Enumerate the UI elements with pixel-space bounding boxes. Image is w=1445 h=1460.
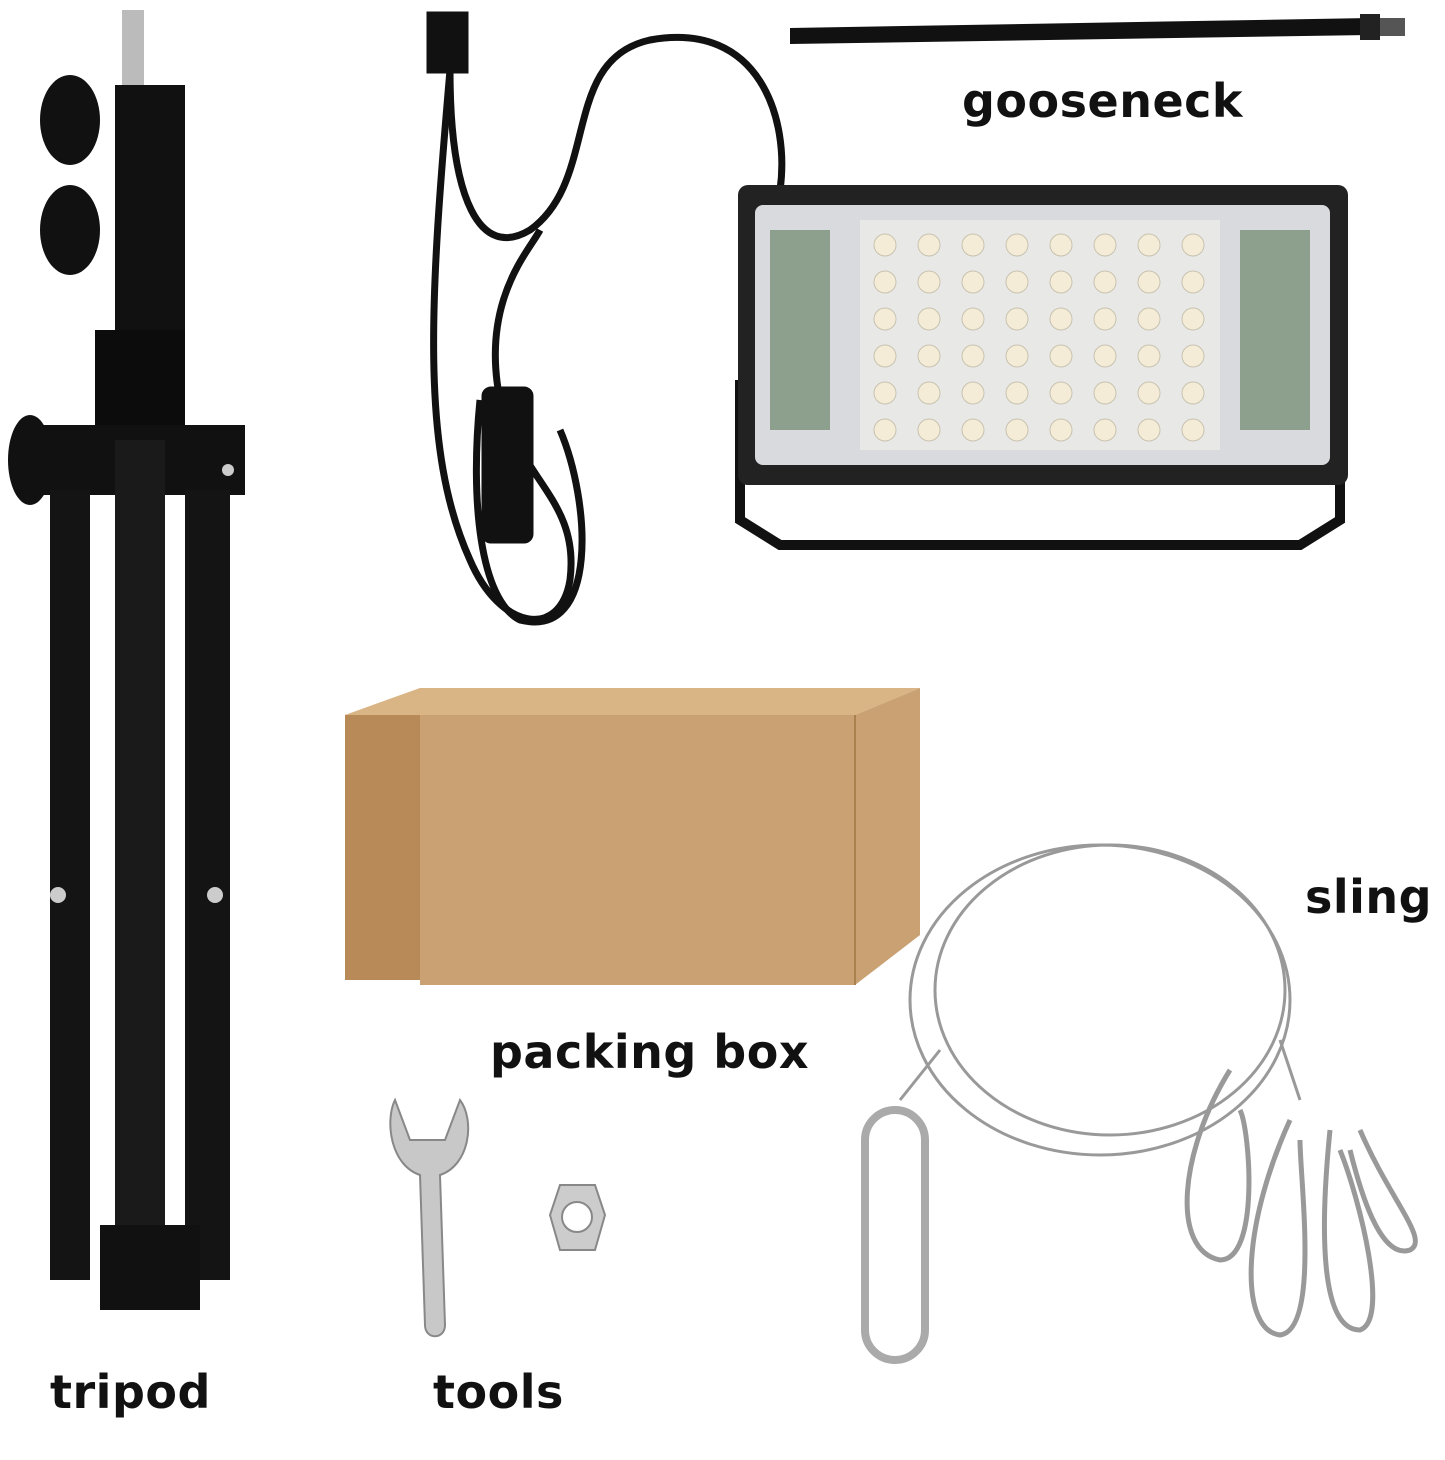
led-chip xyxy=(1049,344,1073,368)
led-chip xyxy=(873,307,897,331)
led-chip xyxy=(1049,233,1073,257)
led-chip xyxy=(873,233,897,257)
led-chip xyxy=(873,418,897,442)
led-chip xyxy=(917,270,941,294)
led-chip xyxy=(1093,307,1117,331)
led-chip xyxy=(961,381,985,405)
led-chip xyxy=(873,381,897,405)
label-tools: tools xyxy=(433,1365,564,1419)
led-chip xyxy=(1181,270,1205,294)
led-chip xyxy=(917,344,941,368)
wrench-image xyxy=(389,1097,470,1338)
label-packing-box: packing box xyxy=(490,1025,809,1079)
led-chip xyxy=(1181,381,1205,405)
label-gooseneck: gooseneck xyxy=(962,74,1244,128)
nut-image xyxy=(548,1184,607,1251)
led-chip xyxy=(873,270,897,294)
led-chip xyxy=(1049,307,1073,331)
packing-box-image xyxy=(345,688,920,985)
led-chip xyxy=(961,233,985,257)
led-chip xyxy=(917,307,941,331)
led-chip xyxy=(1137,307,1161,331)
led-chip xyxy=(1005,344,1029,368)
led-chip xyxy=(1005,270,1029,294)
led-chip xyxy=(1093,270,1117,294)
led-chip xyxy=(1181,233,1205,257)
led-chip xyxy=(1005,233,1029,257)
led-chip xyxy=(1137,381,1161,405)
led-chip xyxy=(1181,418,1205,442)
led-chip xyxy=(917,233,941,257)
led-chip xyxy=(1137,233,1161,257)
led-lamp-image xyxy=(735,185,1348,550)
sling-image xyxy=(861,843,1418,1364)
led-chip xyxy=(1137,344,1161,368)
led-chip xyxy=(1005,307,1029,331)
led-chip xyxy=(1181,307,1205,331)
led-chip xyxy=(1049,418,1073,442)
led-chip xyxy=(1093,418,1117,442)
led-chip xyxy=(917,381,941,405)
led-chip xyxy=(1005,381,1029,405)
label-tripod: tripod xyxy=(50,1365,211,1419)
led-chip xyxy=(961,418,985,442)
led-chip xyxy=(1137,270,1161,294)
led-chip xyxy=(1093,233,1117,257)
label-sling: sling xyxy=(1305,870,1433,924)
led-chip xyxy=(1137,418,1161,442)
tripod-image xyxy=(8,10,245,1310)
led-chip xyxy=(917,418,941,442)
led-chip xyxy=(1005,418,1029,442)
led-chip xyxy=(961,344,985,368)
led-chip xyxy=(961,307,985,331)
led-chip xyxy=(1093,344,1117,368)
led-chip xyxy=(1049,381,1073,405)
power-cord-image xyxy=(426,11,786,626)
led-chip xyxy=(961,270,985,294)
gooseneck-image xyxy=(790,14,1405,44)
led-chip xyxy=(1049,270,1073,294)
led-chip xyxy=(1093,381,1117,405)
led-chip xyxy=(1181,344,1205,368)
led-chip xyxy=(873,344,897,368)
